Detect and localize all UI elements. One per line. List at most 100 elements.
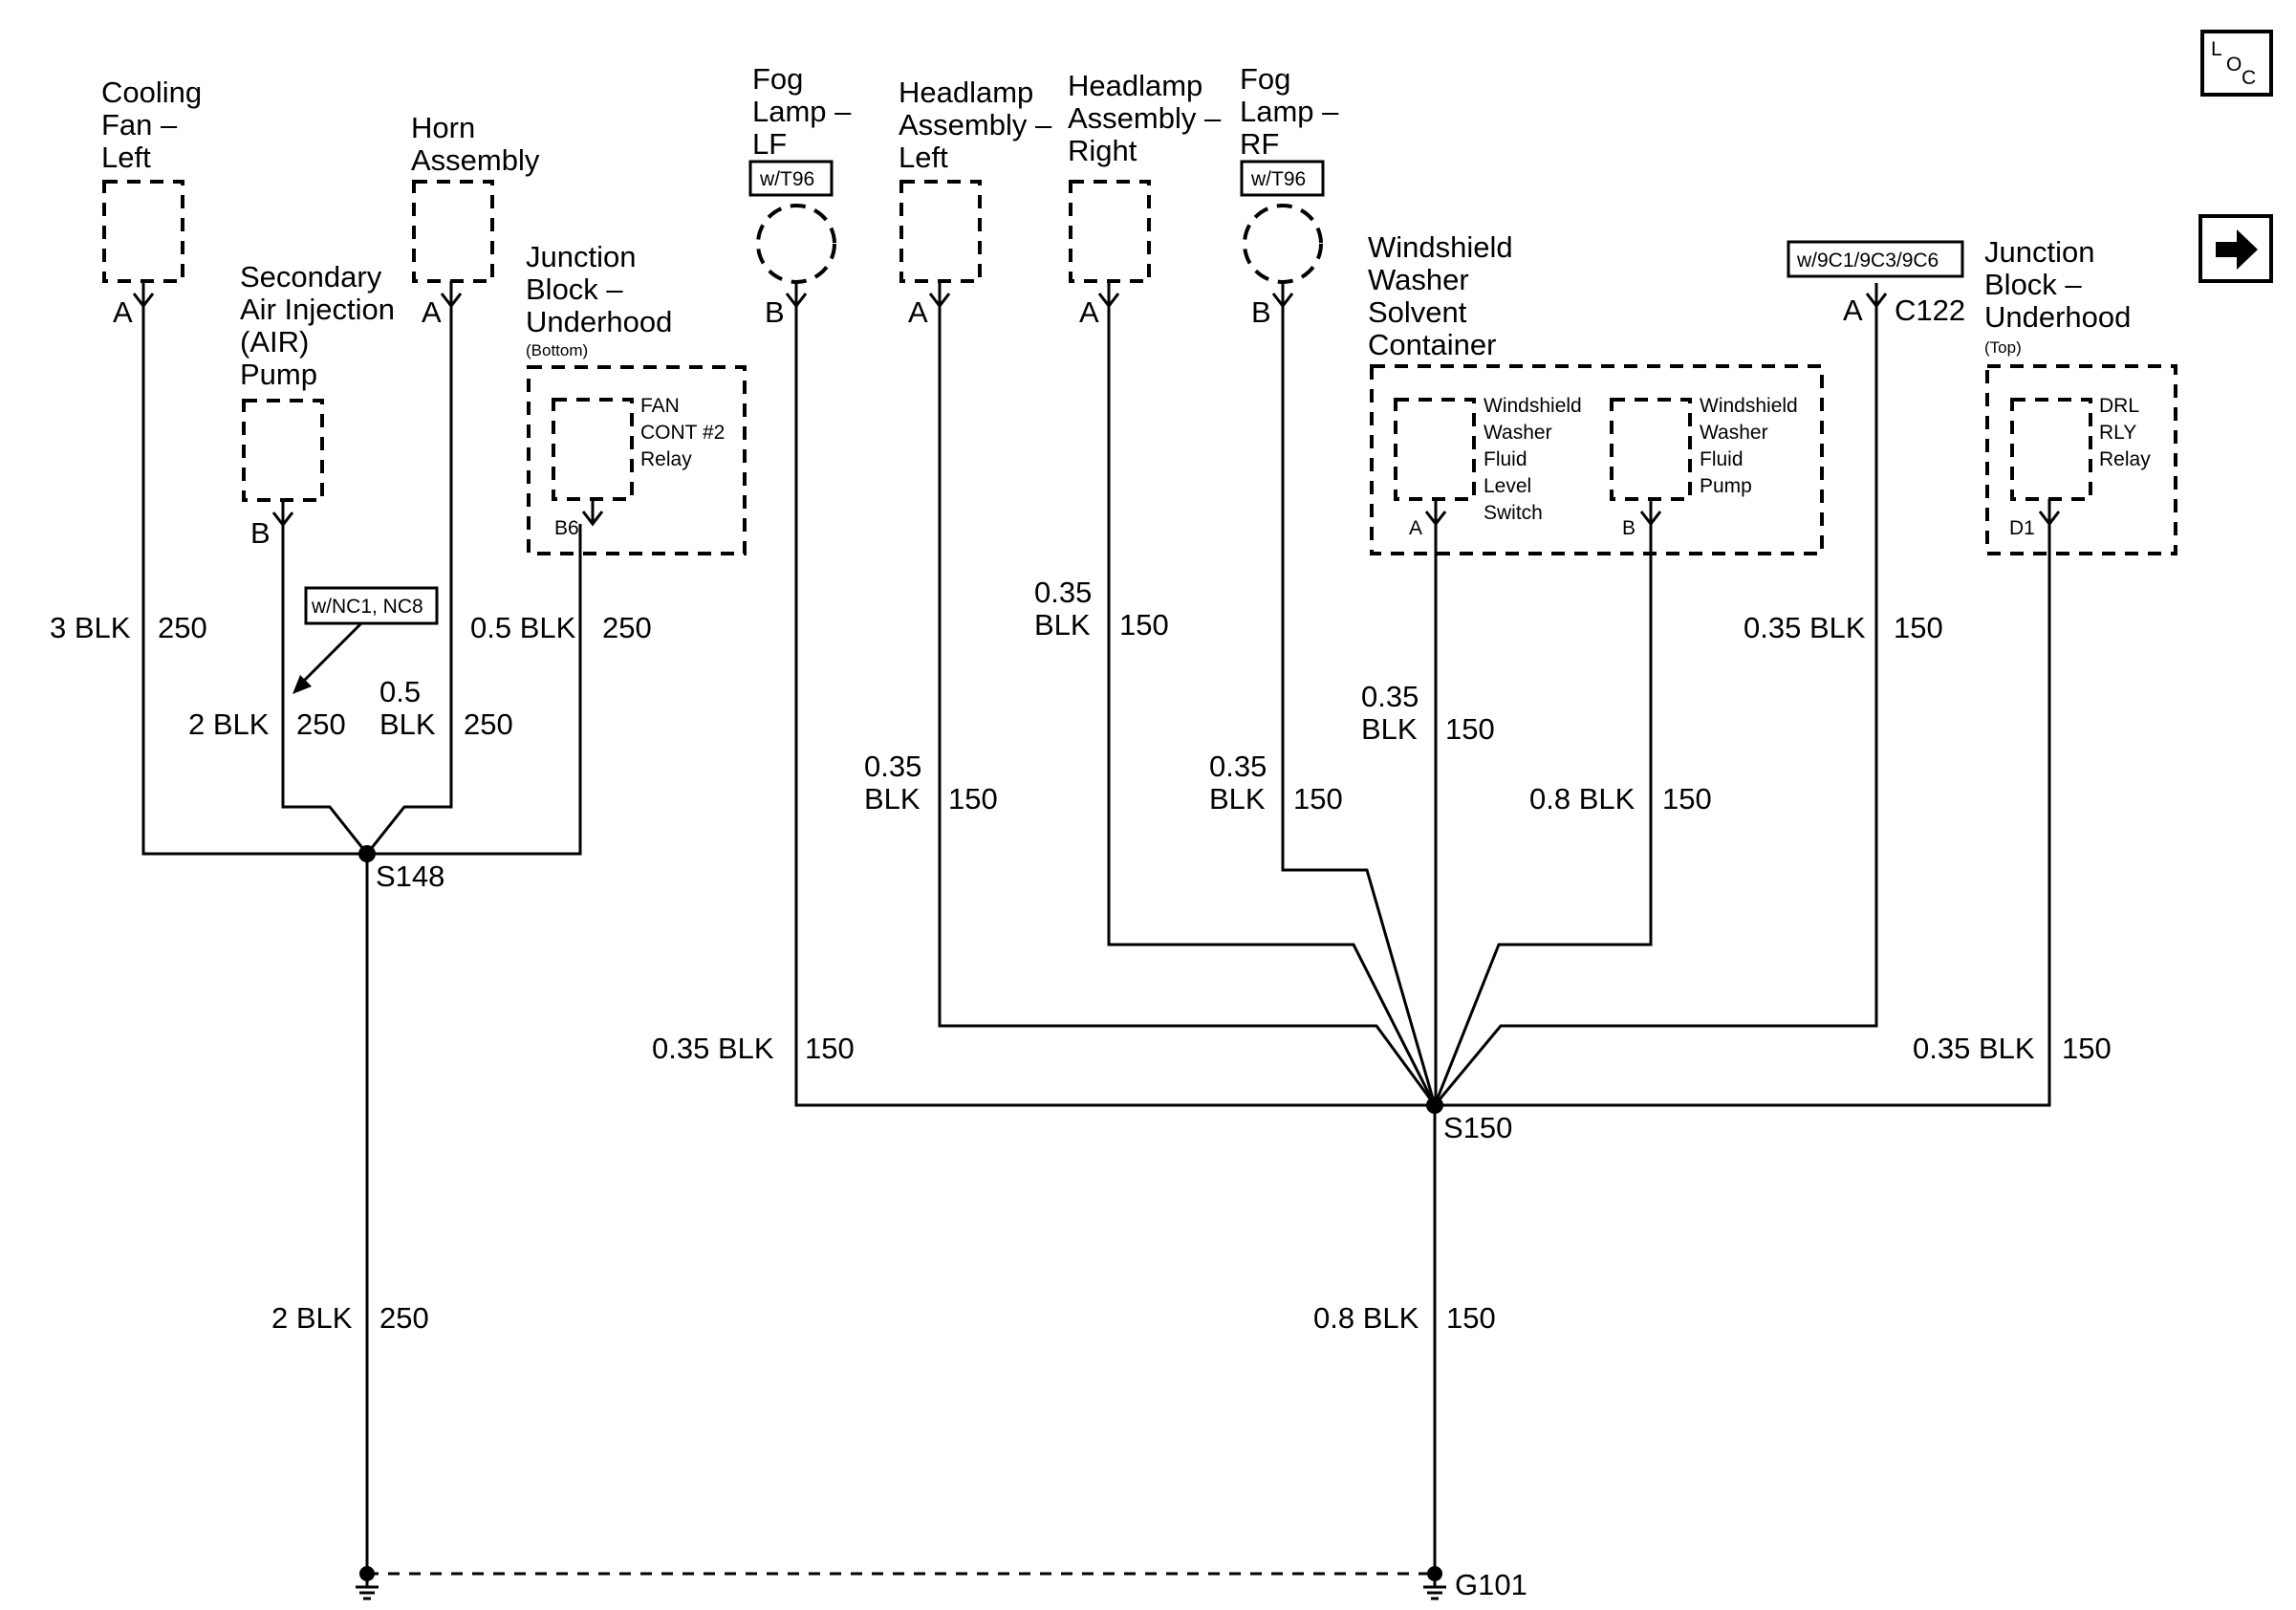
pin-label: D1 — [2009, 517, 2035, 539]
wire-circuit: 250 — [464, 707, 513, 741]
wire-size: 0.35 — [1209, 750, 1267, 783]
windshield-washer-container: Windshield Washer Solvent Container Wind… — [1368, 230, 1824, 555]
wire-circuit: 250 — [158, 611, 207, 644]
wire-size: BLK — [1209, 782, 1266, 816]
option-tag-nc1-nc8: w/NC1, NC8 — [292, 586, 439, 694]
svg-text:Fan –: Fan – — [101, 108, 178, 141]
svg-text:O: O — [2226, 54, 2242, 76]
svg-text:Solvent: Solvent — [1368, 295, 1467, 329]
svg-text:Container: Container — [1368, 328, 1496, 361]
svg-text:Windshield: Windshield — [1484, 395, 1582, 417]
wire-size: BLK — [1361, 712, 1418, 746]
svg-text:FAN: FAN — [640, 395, 680, 417]
svg-text:(AIR): (AIR) — [240, 325, 309, 359]
wire-size: 0.35 — [1034, 576, 1092, 609]
wire-circuit: 150 — [948, 782, 998, 816]
pin-label: A — [1409, 517, 1422, 539]
splice-s150-dot — [1426, 1097, 1443, 1114]
svg-text:Underhood: Underhood — [1984, 300, 2131, 334]
locator-icon[interactable]: L O C — [2200, 30, 2273, 97]
svg-text:Washer: Washer — [1700, 422, 1768, 444]
ground-label: G101 — [1455, 1568, 1527, 1601]
svg-text:Cooling: Cooling — [101, 76, 202, 109]
wire-circuit: 150 — [2062, 1032, 2112, 1065]
svg-text:Left: Left — [101, 141, 151, 174]
svg-text:Level: Level — [1484, 475, 1531, 497]
headlamp-left: Headlamp Assembly – Left A — [899, 76, 1052, 329]
svg-text:Assembly –: Assembly – — [899, 108, 1052, 141]
wire-size: 3 BLK — [50, 611, 131, 644]
wire-circuit: 250 — [602, 611, 652, 644]
svg-text:Right: Right — [1068, 134, 1137, 167]
svg-text:Secondary: Secondary — [240, 260, 382, 294]
pin-label: A — [1079, 295, 1099, 329]
wire-circuit: 150 — [805, 1032, 855, 1065]
svg-text:(Bottom): (Bottom) — [526, 341, 588, 359]
svg-text:Washer: Washer — [1484, 422, 1552, 444]
wire-circuit: 250 — [296, 707, 346, 741]
svg-text:DRL: DRL — [2099, 395, 2139, 417]
horn-assembly: Horn Assembly A — [411, 111, 540, 329]
svg-text:Headlamp: Headlamp — [1068, 69, 1202, 102]
wire-size: 0.8 BLK — [1529, 782, 1635, 816]
pin-label: A — [422, 295, 442, 329]
fog-lamp-rf: Fog Lamp – RF w/T96 B — [1240, 62, 1339, 329]
connector-label: C122 — [1895, 294, 1965, 327]
wire-circuit: 150 — [1445, 712, 1495, 746]
svg-text:Pump: Pump — [1700, 475, 1752, 497]
wire-size: BLK — [864, 782, 921, 816]
junction-block-top: Junction Block – Underhood (Top) DRL RLY… — [1984, 235, 2177, 555]
svg-text:LF: LF — [752, 127, 787, 161]
wire-circuit: 150 — [1894, 611, 1943, 644]
svg-text:Relay: Relay — [2099, 448, 2151, 470]
svg-text:Horn: Horn — [411, 111, 475, 144]
pin-label: B6 — [554, 517, 579, 539]
svg-text:Assembly: Assembly — [411, 143, 540, 177]
arrow-right-icon[interactable] — [2199, 214, 2273, 283]
svg-text:RLY: RLY — [2099, 422, 2136, 444]
washer-fluid-pump: Windshield Washer Fluid Pump B — [1610, 395, 1798, 539]
svg-text:Block –: Block – — [526, 272, 623, 306]
right-wiring: S150 0.35 BLK 150 0.35 BLK 150 0.35 BLK … — [652, 306, 2112, 1574]
svg-text:w/T96: w/T96 — [1250, 168, 1306, 190]
svg-text:w/NC1, NC8: w/NC1, NC8 — [311, 596, 423, 618]
wire-size: 2 BLK — [271, 1301, 353, 1335]
svg-text:(Top): (Top) — [1984, 338, 2022, 357]
pin-label: B — [765, 295, 785, 329]
svg-text:Pump: Pump — [240, 358, 317, 391]
ground-g101: G101 — [356, 1566, 1527, 1601]
svg-text:L: L — [2211, 38, 2222, 60]
wire-circuit: 150 — [1662, 782, 1712, 816]
wire-size: 0.35 — [864, 750, 921, 783]
svg-text:Assembly –: Assembly – — [1068, 101, 1222, 135]
ground-symbol-icon — [356, 1581, 379, 1600]
washer-fluid-level-switch: Windshield Washer Fluid Level Switch A — [1394, 395, 1582, 539]
svg-text:CONT #2: CONT #2 — [640, 422, 725, 444]
pin-label: B — [1622, 517, 1635, 539]
wire-size: BLK — [1034, 608, 1091, 642]
wire-size: 0.5 BLK — [470, 611, 576, 644]
svg-text:Lamp –: Lamp – — [752, 95, 852, 128]
splice-s150-label: S150 — [1443, 1111, 1512, 1144]
pin-label: A — [908, 295, 928, 329]
wire-size: 2 BLK — [188, 707, 270, 741]
pin-label: A — [1843, 294, 1863, 327]
fog-lamp-lf: Fog Lamp – LF w/T96 B — [748, 62, 852, 329]
cooling-fan-left: Cooling Fan – Left A — [101, 76, 202, 329]
svg-text:Windshield: Windshield — [1368, 230, 1513, 264]
splice-s148-label: S148 — [376, 859, 444, 893]
svg-text:Switch: Switch — [1484, 502, 1543, 524]
svg-text:Fluid: Fluid — [1700, 448, 1744, 470]
svg-text:Lamp –: Lamp – — [1240, 95, 1339, 128]
wire-circuit: 150 — [1293, 782, 1343, 816]
svg-text:RF: RF — [1240, 127, 1279, 161]
wire-size: BLK — [379, 707, 436, 741]
left-wiring: S148 3 BLK 250 2 BLK 250 0.5 BLK 250 0.5… — [50, 306, 652, 1574]
svg-text:Left: Left — [899, 141, 948, 174]
wire-size: 0.35 BLK — [1913, 1032, 2035, 1065]
svg-text:Headlamp: Headlamp — [899, 76, 1033, 109]
svg-text:w/9C1/9C3/9C6: w/9C1/9C3/9C6 — [1796, 250, 1939, 272]
wire-size: 0.35 BLK — [652, 1032, 774, 1065]
svg-text:C: C — [2242, 67, 2256, 89]
